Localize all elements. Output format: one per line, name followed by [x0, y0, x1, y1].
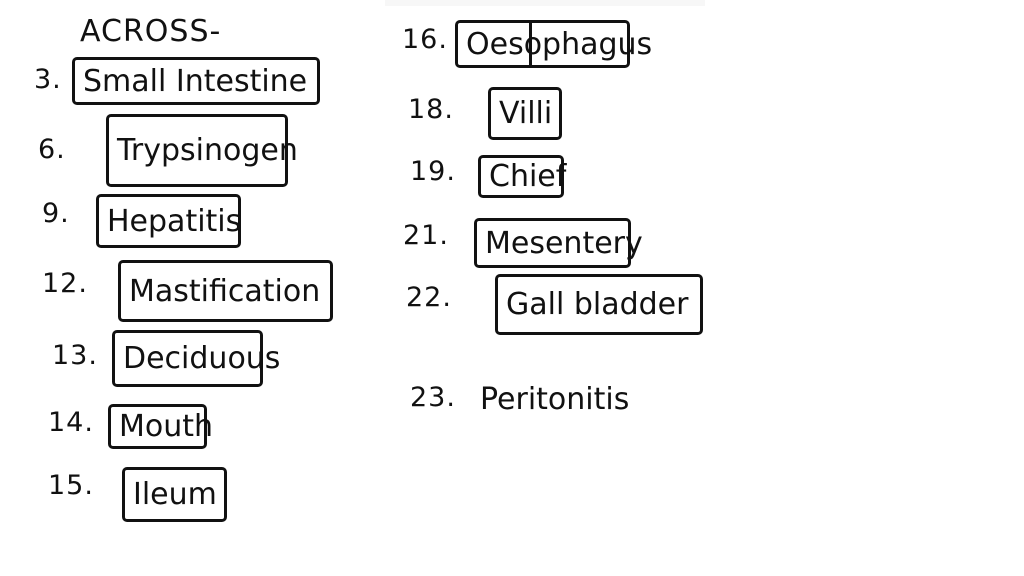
- clue-number-19: 19.: [410, 156, 456, 187]
- answer-box-15: Ileum: [122, 467, 227, 522]
- answer-box-12: Mastification: [118, 260, 333, 322]
- clue-number-16: 16.: [402, 24, 448, 55]
- answer-box-3: Small Intestine: [72, 57, 320, 105]
- answer-word-23: Peritonitis: [480, 381, 630, 417]
- clue-number-22: 22.: [406, 282, 452, 313]
- answer-word-13: Deciduous: [123, 341, 281, 376]
- clue-number-9: 9.: [42, 198, 70, 229]
- answer-box-22: Gall bladder: [495, 274, 703, 335]
- clue-number-3: 3.: [34, 64, 62, 95]
- answer-word-16: Oesophagus: [466, 26, 653, 62]
- answer-box-13: Deciduous: [112, 330, 280, 387]
- answer-box-19: Chief: [478, 155, 567, 198]
- answer-box-6: Trypsinogen: [106, 114, 298, 187]
- clue-number-12: 12.: [42, 268, 88, 299]
- answer-box-18: Villi: [488, 87, 562, 140]
- clue-number-14: 14.: [48, 407, 94, 438]
- section-heading-across: ACROSS-: [80, 14, 222, 49]
- answer-box-14: Mouth: [108, 404, 213, 449]
- clue-number-23: 23.: [410, 382, 456, 413]
- clue-number-18: 18.: [408, 94, 454, 125]
- answer-word-15: Ileum: [133, 477, 217, 512]
- clue-number-21: 21.: [403, 220, 449, 251]
- answer-word-9: Hepatitis: [107, 203, 242, 239]
- answer-word-12: Mastification: [129, 273, 321, 309]
- top-artifact-line: [385, 0, 705, 6]
- answer-word-22: Gall bladder: [506, 287, 689, 322]
- box-divider-line: [529, 22, 532, 66]
- answer-word-21: Mesentery: [485, 225, 643, 261]
- clue-number-6: 6.: [38, 134, 66, 165]
- answer-word-18: Villi: [499, 96, 553, 131]
- answer-word-6: Trypsinogen: [117, 133, 298, 168]
- answer-text-23: Peritonitis: [480, 376, 640, 422]
- answer-word-14: Mouth: [119, 409, 214, 444]
- answer-word-3: Small Intestine: [83, 63, 308, 99]
- answer-box-9: Hepatitis: [96, 194, 241, 248]
- clue-number-13: 13.: [52, 340, 98, 371]
- answer-box-21: Mesentery: [474, 218, 643, 268]
- answer-box-16: Oesophagus: [455, 20, 652, 68]
- answer-word-19: Chief: [489, 159, 567, 194]
- clue-number-15: 15.: [48, 470, 94, 501]
